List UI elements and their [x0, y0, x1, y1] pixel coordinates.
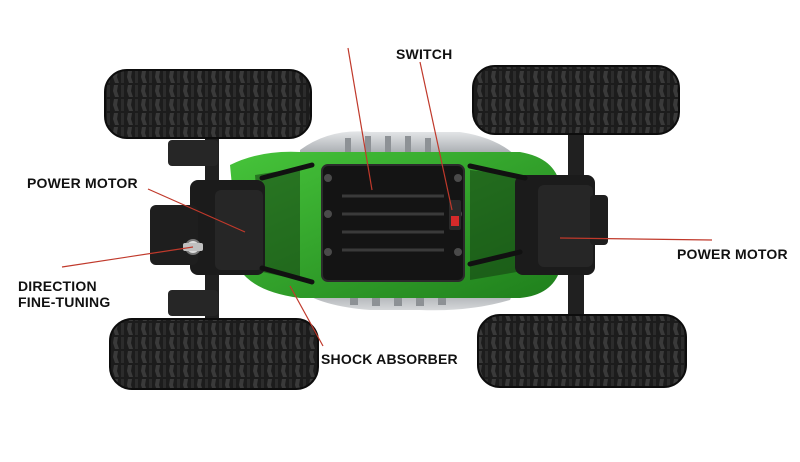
label-direction-line2: FINE-TUNING — [18, 294, 111, 310]
leader-line-switch — [419, 61, 453, 211]
label-power-motor-right: POWER MOTOR — [677, 246, 788, 262]
leader-line-shock-absorber — [289, 285, 324, 347]
shock-absorbers — [259, 162, 528, 285]
leader-line-power-motor-left — [147, 188, 246, 233]
leader-line-direction — [61, 246, 194, 268]
tire-bottom-left — [109, 318, 319, 390]
leader-line-top — [347, 47, 373, 191]
tire-top-right — [472, 65, 680, 135]
leader-lines — [61, 47, 713, 347]
right-power-motor — [515, 175, 608, 275]
tire-bottom-right — [477, 314, 687, 388]
label-shock-absorber: SHOCK ABSORBER — [321, 351, 458, 367]
battery-cover — [321, 164, 465, 282]
leader-line-power-motor-right — [559, 237, 713, 241]
label-direction-line1: DIRECTION — [18, 278, 97, 294]
left-power-motor — [150, 180, 265, 275]
tire-top-left — [104, 69, 312, 139]
label-switch: SWITCH — [396, 46, 453, 62]
label-power-motor-left: POWER MOTOR — [27, 175, 138, 191]
